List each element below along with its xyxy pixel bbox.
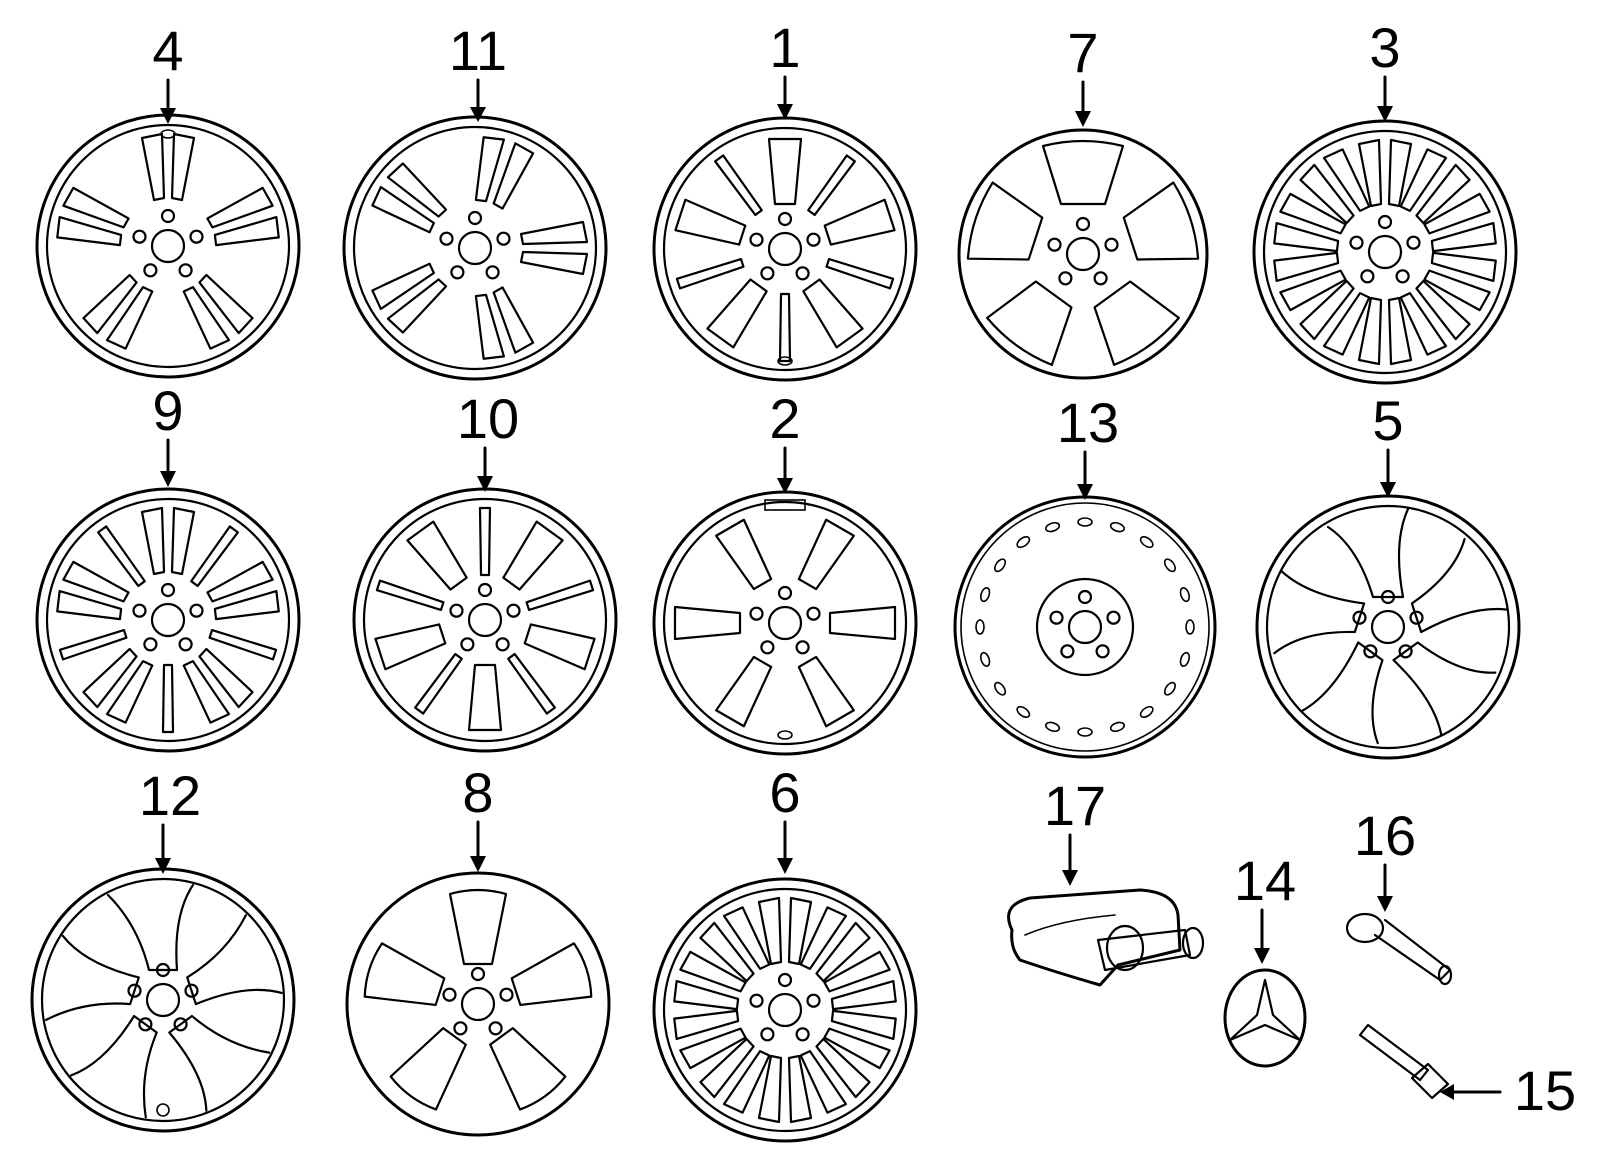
wheel-icon <box>35 113 301 379</box>
callout-1: 1 <box>769 16 800 79</box>
wheel-4: 4 <box>35 19 301 379</box>
wheel-icon <box>35 487 301 753</box>
wheel-icon <box>352 487 618 753</box>
callout-3: 3 <box>1369 16 1400 79</box>
wheel-10: 10 <box>352 387 618 753</box>
wheel-icon <box>1252 119 1518 385</box>
wheel-icon <box>342 115 608 381</box>
callout-5: 5 <box>1372 389 1403 452</box>
wheel-6: 6 <box>652 761 918 1143</box>
wheel-3: 3 <box>1252 16 1518 385</box>
wheel-icon <box>652 877 918 1143</box>
valve-stem-icon <box>1345 912 1453 986</box>
wheel-1: 1 <box>652 16 918 382</box>
wheel-icon <box>652 116 918 382</box>
callout-15: 15 <box>1514 1059 1576 1122</box>
wheel-icon <box>957 128 1209 380</box>
wheel-13: 13 <box>953 391 1217 759</box>
callout-12: 12 <box>139 764 201 827</box>
wheel-8: 8 <box>345 761 611 1137</box>
tpms-sensor-17: 17 <box>1007 774 1205 987</box>
callout-11: 11 <box>449 19 507 82</box>
callout-13: 13 <box>1057 391 1119 454</box>
tire-pressure-sensor-icon <box>1007 888 1205 987</box>
callout-8: 8 <box>462 761 493 824</box>
wheel-11: 11 <box>342 19 608 381</box>
wheel-icon <box>652 490 918 756</box>
steel-spare-wheel-icon <box>953 495 1217 759</box>
wheel-icon <box>1255 494 1521 760</box>
callout-14: 14 <box>1234 849 1296 912</box>
wheel-12: 12 <box>30 764 296 1133</box>
valve-screw-icon <box>1358 1023 1450 1100</box>
center-cap-emblem-icon <box>1223 968 1307 1068</box>
callout-16: 16 <box>1354 804 1416 867</box>
callout-17: 17 <box>1044 774 1106 837</box>
wheel-2: 2 <box>652 387 918 756</box>
center-cap-14: 14 <box>1223 849 1307 1068</box>
callout-4: 4 <box>152 19 183 82</box>
wheel-9: 9 <box>35 379 301 753</box>
callout-10: 10 <box>457 387 519 450</box>
callout-6: 6 <box>769 761 800 824</box>
callout-2: 2 <box>769 387 800 450</box>
wheel-7: 7 <box>957 21 1209 380</box>
callout-7: 7 <box>1067 21 1098 84</box>
valve-16: 16 <box>1345 804 1453 986</box>
wheel-5: 5 <box>1255 389 1521 760</box>
wheel-icon <box>30 867 296 1133</box>
wheel-icon <box>345 871 611 1137</box>
callout-9: 9 <box>152 379 183 442</box>
valve-15: 15 <box>1358 1023 1576 1122</box>
